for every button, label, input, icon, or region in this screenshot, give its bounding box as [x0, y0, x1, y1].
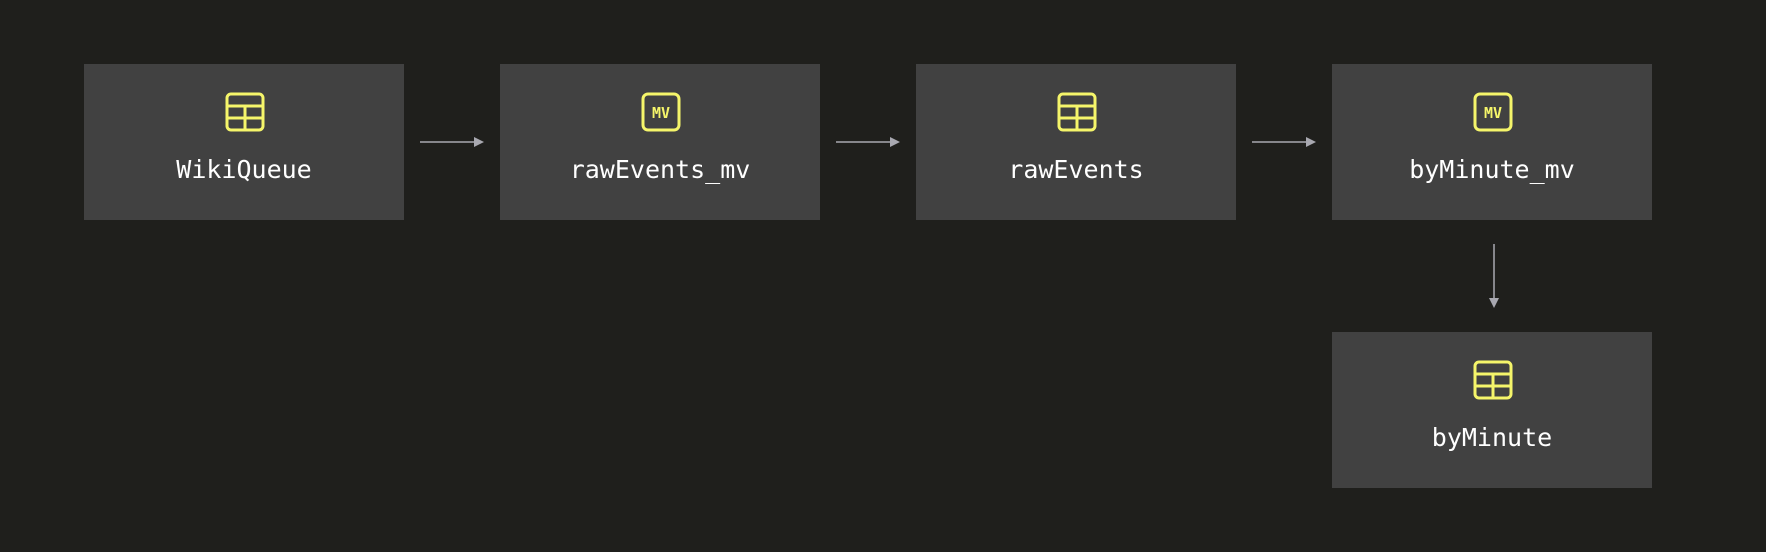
- node-wikiqueue[interactable]: WikiQueue: [84, 64, 404, 220]
- table-icon: [1057, 92, 1097, 132]
- node-rawevents-mv[interactable]: MV rawEvents_mv: [500, 64, 820, 220]
- node-label: rawEvents: [1008, 155, 1144, 184]
- table-icon: [1473, 360, 1513, 400]
- node-byminute-mv[interactable]: MV byMinute_mv: [1332, 64, 1652, 220]
- mv-icon-text: MV: [652, 104, 670, 122]
- node-label: byMinute: [1431, 423, 1553, 452]
- node-label: byMinute_mv: [1409, 155, 1575, 184]
- table-icon: [225, 92, 265, 132]
- node-byminute[interactable]: byMinute: [1332, 332, 1652, 488]
- edge-arrow-3: [1252, 137, 1316, 147]
- node-label: rawEvents_mv: [569, 155, 751, 184]
- edge-arrow-4: [1489, 244, 1499, 308]
- mv-icon-text: MV: [1484, 104, 1502, 122]
- materialized-view-icon: MV: [641, 92, 681, 132]
- node-rawevents[interactable]: rawEvents: [916, 64, 1236, 220]
- node-label: WikiQueue: [176, 155, 312, 184]
- edge-arrow-1: [420, 137, 484, 147]
- edge-arrow-2: [836, 137, 900, 147]
- materialized-view-icon: MV: [1473, 92, 1513, 132]
